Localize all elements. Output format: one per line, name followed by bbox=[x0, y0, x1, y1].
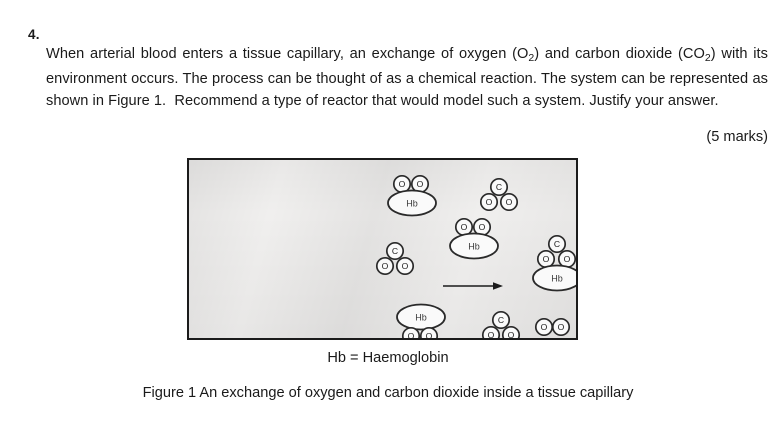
haemoglobin-body: Hb bbox=[387, 189, 437, 217]
svg-text:Hb: Hb bbox=[551, 273, 563, 283]
svg-text:O: O bbox=[508, 330, 515, 340]
svg-text:O: O bbox=[426, 331, 433, 340]
svg-text:O: O bbox=[541, 322, 548, 332]
svg-text:Hb: Hb bbox=[406, 198, 418, 208]
svg-text:O: O bbox=[461, 222, 468, 232]
oxygen-atom: O bbox=[375, 256, 395, 276]
capillary-diagram-box: OOHbCOOCOOHbOOHbCOOCOOHbOOCOOHbOOCOOHbOO… bbox=[187, 158, 578, 340]
svg-text:O: O bbox=[488, 330, 495, 340]
oxygen-atom: O bbox=[392, 174, 412, 194]
svg-text:O: O bbox=[506, 197, 513, 207]
haemoglobin-body: Hb bbox=[532, 264, 576, 292]
oxygen-atom: O bbox=[395, 256, 415, 276]
carbon-atom: C bbox=[547, 234, 567, 254]
oxygen-atom: O bbox=[551, 317, 571, 337]
svg-text:O: O bbox=[408, 331, 415, 340]
svg-text:C: C bbox=[496, 182, 502, 192]
svg-text:O: O bbox=[402, 261, 409, 271]
svg-text:C: C bbox=[554, 239, 560, 249]
oxygen-atom: O bbox=[454, 217, 474, 237]
svg-text:O: O bbox=[479, 222, 486, 232]
haemoglobin-body: Hb bbox=[396, 303, 446, 331]
marks-label: (5 marks) bbox=[706, 129, 768, 145]
svg-text:C: C bbox=[498, 315, 504, 325]
oxygen-atom: O bbox=[536, 249, 556, 269]
svg-text:O: O bbox=[543, 254, 550, 264]
subscript-2: 2 bbox=[704, 51, 711, 64]
oxygen-atom: O bbox=[501, 325, 521, 340]
svg-text:O: O bbox=[382, 261, 389, 271]
haemoglobin-body: Hb bbox=[449, 232, 499, 260]
svg-text:O: O bbox=[417, 179, 424, 189]
carbon-atom: C bbox=[489, 177, 509, 197]
oxygen-atom: O bbox=[481, 325, 501, 340]
direction-arrow bbox=[442, 280, 504, 292]
svg-text:Hb: Hb bbox=[468, 241, 480, 251]
figure-legend: Hb = Haemoglobin bbox=[327, 350, 449, 366]
oxygen-atom: O bbox=[479, 192, 499, 212]
svg-text:O: O bbox=[486, 197, 493, 207]
oxygen-atom: O bbox=[401, 326, 421, 340]
svg-text:O: O bbox=[558, 322, 565, 332]
oxygen-atom: O bbox=[557, 249, 576, 269]
question-text: When arterial blood enters a tissue capi… bbox=[46, 46, 768, 109]
question-number: 4. bbox=[28, 27, 40, 42]
oxygen-atom: O bbox=[499, 192, 519, 212]
oxygen-atom: O bbox=[534, 317, 554, 337]
carbon-atom: C bbox=[491, 310, 511, 330]
oxygen-atom: O bbox=[419, 326, 439, 340]
subscript-2: 2 bbox=[528, 51, 535, 64]
svg-text:Hb: Hb bbox=[415, 312, 427, 322]
carbon-atom: C bbox=[385, 241, 405, 261]
figure-caption: Figure 1 An exchange of oxygen and carbo… bbox=[142, 385, 634, 401]
svg-text:C: C bbox=[392, 246, 398, 256]
figure-1: OOHbCOOCOOHbOOHbCOOCOOHbOOCOOHbOOCOOHbOO… bbox=[0, 150, 776, 432]
svg-text:O: O bbox=[399, 179, 406, 189]
svg-text:O: O bbox=[564, 254, 571, 264]
